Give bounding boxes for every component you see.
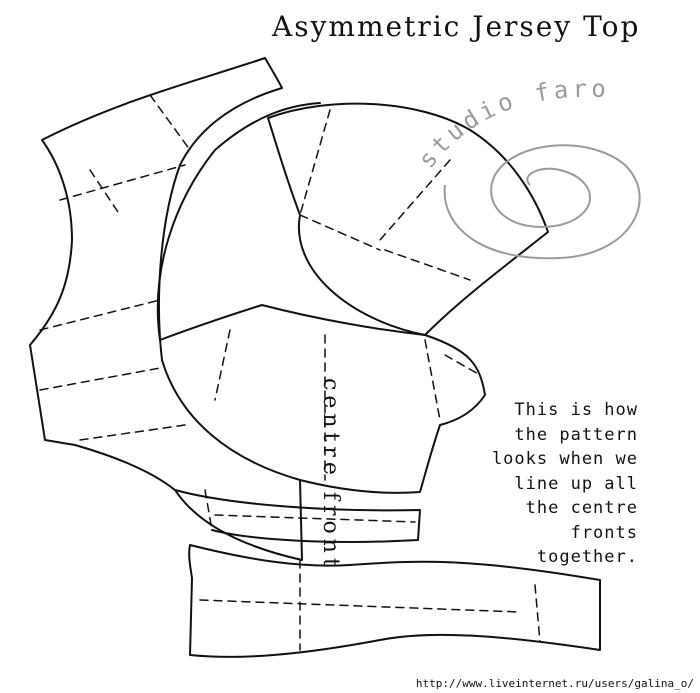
- svg-text:studio faro: studio faro: [420, 75, 610, 174]
- page-title: Asymmetric Jersey Top: [272, 10, 641, 43]
- note-line: the centre: [525, 498, 638, 518]
- note-line: fronts: [570, 522, 638, 543]
- watermark-spiral: [443, 144, 641, 260]
- bottom-band: [188, 544, 601, 658]
- note-line: looks when we: [491, 449, 638, 469]
- left-side-piece: [29, 57, 303, 561]
- waist-band: [174, 489, 421, 543]
- credit-url: http://www.liveinternet.ru/users/galina_…: [415, 677, 694, 690]
- note-line: together.: [536, 547, 638, 567]
- note-line: line up all: [514, 473, 638, 494]
- note-text: This is how the pattern looks when we li…: [492, 398, 638, 570]
- centre-front-label: centre front: [318, 378, 343, 572]
- note-line: This is how: [514, 400, 638, 420]
- watermark-label: studio faro: [420, 75, 606, 174]
- note-line: the pattern: [514, 424, 638, 445]
- front-panel: [156, 102, 486, 494]
- watermark-text: studio faro: [420, 75, 610, 174]
- front-panel-lower: [159, 304, 426, 341]
